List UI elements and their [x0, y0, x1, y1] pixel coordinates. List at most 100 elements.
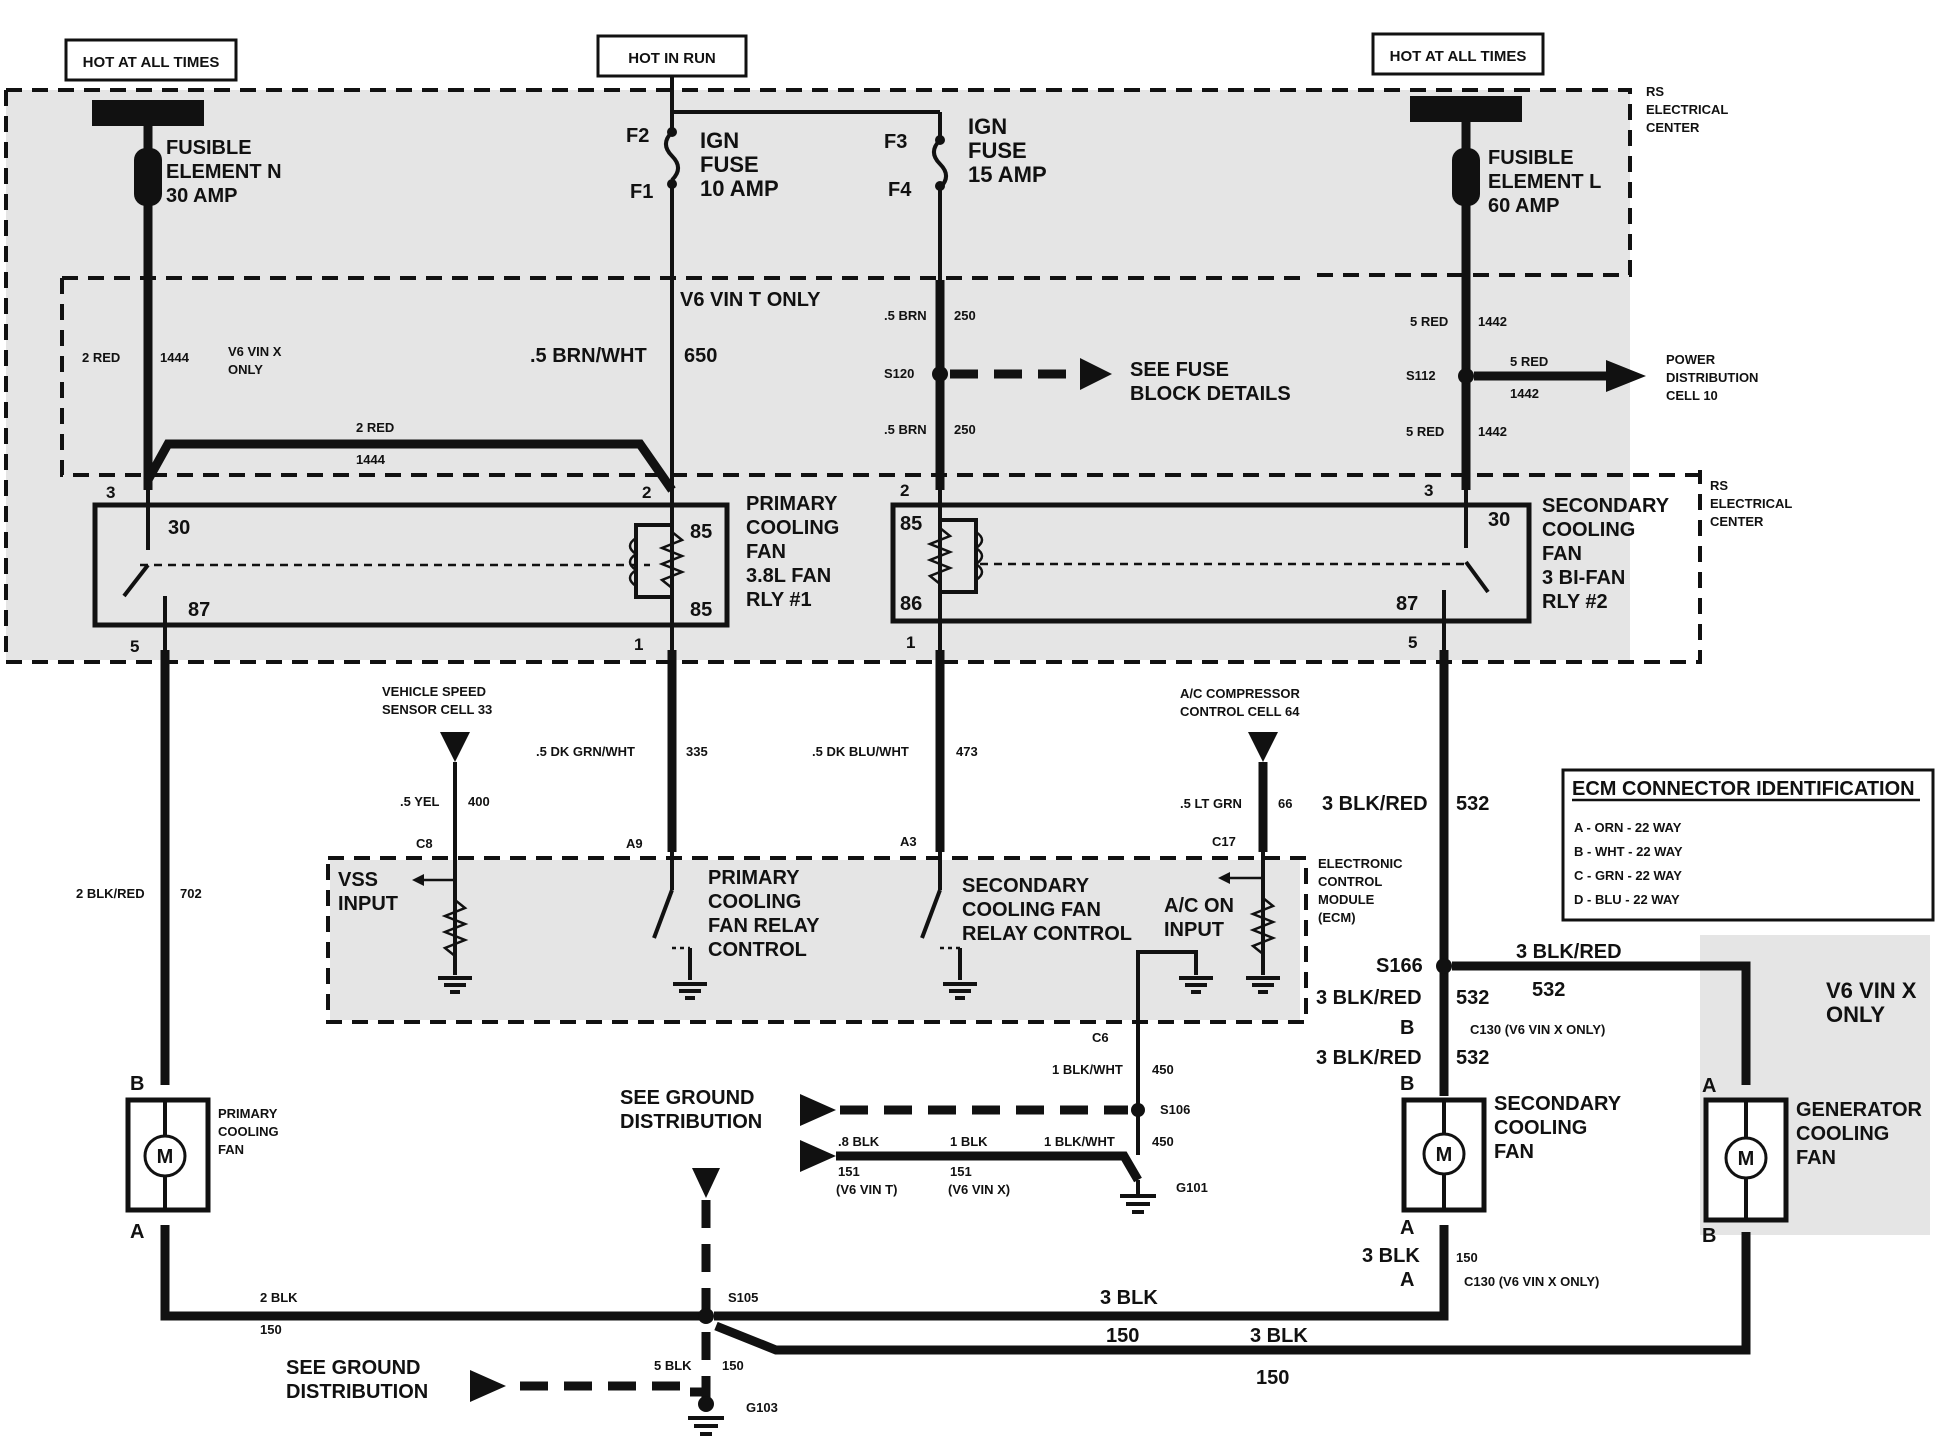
relay1-label: PRIMARY COOLING FAN 3.8L FAN RLY #1: [746, 493, 839, 611]
svg-text:3 BLK: 3 BLK: [1100, 1287, 1158, 1309]
svg-text:5 RED: 5 RED: [1406, 424, 1444, 439]
v6-vin-t-only: V6 VIN T ONLY: [680, 289, 821, 311]
svg-text:3 BI-FAN: 3 BI-FAN: [1542, 567, 1625, 589]
svg-text:C6: C6: [1092, 1030, 1109, 1045]
svg-text:150: 150: [1106, 1325, 1139, 1347]
svg-text:3 BLK/RED: 3 BLK/RED: [1516, 941, 1622, 963]
svg-text:10 AMP: 10 AMP: [700, 176, 779, 201]
svg-text:C - GRN - 22 WAY: C - GRN - 22 WAY: [1574, 868, 1682, 883]
svg-text:86: 86: [900, 593, 922, 615]
svg-text:85: 85: [690, 521, 712, 543]
svg-text:A9: A9: [626, 836, 643, 851]
svg-text:335: 335: [686, 744, 708, 759]
svg-text:(V6 VIN T): (V6 VIN T): [836, 1182, 897, 1197]
svg-text:A: A: [130, 1221, 144, 1243]
svg-text:30: 30: [1488, 509, 1510, 531]
fuse-f4: F4: [888, 179, 912, 201]
svg-text:532: 532: [1532, 979, 1565, 1001]
fusible-element-l: FUSIBLE ELEMENT L 60 AMP: [1410, 96, 1601, 490]
svg-text:IGN: IGN: [968, 114, 1007, 139]
svg-text:SENSOR CELL 33: SENSOR CELL 33: [382, 702, 492, 717]
svg-text:3.8L FAN: 3.8L FAN: [746, 565, 831, 587]
svg-text:MODULE: MODULE: [1318, 892, 1375, 907]
svg-text:87: 87: [1396, 593, 1418, 615]
svg-text:.5 BRN: .5 BRN: [884, 308, 927, 323]
svg-text:RS: RS: [1710, 478, 1728, 493]
svg-text:RELAY CONTROL: RELAY CONTROL: [962, 923, 1132, 945]
svg-text:INPUT: INPUT: [338, 893, 398, 915]
svg-text:60 AMP: 60 AMP: [1488, 195, 1560, 217]
svg-text:3 BLK/RED: 3 BLK/RED: [1316, 1047, 1422, 1069]
svg-text:3 BLK/RED: 3 BLK/RED: [1316, 987, 1422, 1009]
svg-text:B: B: [1702, 1225, 1716, 1247]
fuse-f3: F3: [884, 131, 907, 153]
svg-text:ELECTRICAL: ELECTRICAL: [1646, 102, 1728, 117]
svg-text:V6 VIN X: V6 VIN X: [1826, 978, 1917, 1003]
svg-text:151: 151: [838, 1164, 860, 1179]
splice-s112: S112: [1406, 368, 1436, 383]
electrical-center-label-mid: RS ELECTRICAL CENTER: [1710, 478, 1792, 529]
primary-cooling-fan-relay-1: 3 2 5 1 30 87 85 85 PRIMARY COOLING FAN …: [92, 483, 839, 656]
svg-text:FUSE: FUSE: [700, 152, 759, 177]
svg-text:532: 532: [1456, 793, 1489, 815]
svg-text:CONTROL: CONTROL: [1318, 874, 1382, 889]
svg-text:1 BLK: 1 BLK: [950, 1134, 988, 1149]
svg-text:VEHICLE SPEED: VEHICLE SPEED: [382, 684, 486, 699]
svg-text:ONLY: ONLY: [228, 362, 263, 377]
splice-s120: S120: [884, 366, 914, 381]
svg-text:3: 3: [1424, 481, 1433, 500]
ecm-module: C8 A9 A3 C17 C6 ELECTRONIC CONTROL MODUL…: [326, 834, 1403, 1045]
svg-text:.5 LT GRN: .5 LT GRN: [1180, 796, 1242, 811]
svg-text:1442: 1442: [1510, 386, 1539, 401]
svg-text:1 BLK/WHT: 1 BLK/WHT: [1052, 1062, 1123, 1077]
ground-g101-icon: [1120, 1194, 1156, 1214]
svg-text:5: 5: [1408, 633, 1417, 652]
svg-text:CONTROL CELL 64: CONTROL CELL 64: [1180, 704, 1300, 719]
supply-label: HOT IN RUN: [628, 50, 716, 67]
svg-text:DISTRIBUTION: DISTRIBUTION: [286, 1381, 428, 1403]
svg-text:1: 1: [634, 635, 643, 654]
svg-text:COOLING FAN: COOLING FAN: [962, 899, 1101, 921]
svg-text:3 BLK: 3 BLK: [1250, 1325, 1308, 1347]
svg-text:532: 532: [1456, 987, 1489, 1009]
svg-text:A: A: [1400, 1217, 1414, 1239]
splice-s106: S106: [1160, 1102, 1190, 1117]
svg-text:RS: RS: [1646, 84, 1664, 99]
svg-text:COOLING: COOLING: [708, 891, 801, 913]
svg-text:SEE GROUND: SEE GROUND: [620, 1087, 754, 1109]
svg-text:C17: C17: [1212, 834, 1236, 849]
supply-hot-at-all-times-left: HOT AT ALL TIMES: [64, 38, 238, 82]
svg-text:5 BLK: 5 BLK: [654, 1358, 692, 1373]
svg-text:3 BLK/RED: 3 BLK/RED: [1322, 793, 1428, 815]
svg-text:250: 250: [954, 422, 976, 437]
svg-text:B: B: [1400, 1073, 1414, 1095]
secondary-cooling-fan-relay-2: 2 3 1 5 85 86 30 87 SECONDARY COOLING FA…: [890, 481, 1670, 652]
svg-text:FAN: FAN: [1796, 1147, 1836, 1169]
svg-text:5 RED: 5 RED: [1410, 314, 1448, 329]
motor-icon: M: [1738, 1148, 1755, 1170]
relay2-label: SECONDARY COOLING FAN 3 BI-FAN RLY #2: [1542, 495, 1670, 613]
c130-label: C130 (V6 VIN X ONLY): [1464, 1274, 1599, 1289]
svg-text:87: 87: [188, 599, 210, 621]
svg-text:FUSIBLE: FUSIBLE: [166, 137, 252, 159]
svg-text:150: 150: [260, 1322, 282, 1337]
svg-text:532: 532: [1456, 1047, 1489, 1069]
svg-text:5 RED: 5 RED: [1510, 354, 1548, 369]
svg-text:150: 150: [1256, 1367, 1289, 1389]
ecm-connector-identification: ECM CONNECTOR IDENTIFICATION A - ORN - 2…: [1561, 768, 1935, 922]
svg-text:85: 85: [690, 599, 712, 621]
svg-text:FAN: FAN: [1542, 543, 1582, 565]
svg-text:V6 VIN X: V6 VIN X: [228, 344, 282, 359]
ecm-ground-icons: [438, 976, 1280, 1000]
svg-text:250: 250: [954, 308, 976, 323]
svg-text:.5 DK GRN/WHT: .5 DK GRN/WHT: [536, 744, 635, 759]
svg-text:ELECTRICAL: ELECTRICAL: [1710, 496, 1792, 511]
c130-label: C130 (V6 VIN X ONLY): [1470, 1022, 1605, 1037]
svg-text:30: 30: [168, 517, 190, 539]
svg-text:2: 2: [900, 481, 909, 500]
splice-s105: S105: [728, 1290, 758, 1305]
ecm-title: ELECTRONIC CONTROL MODULE (ECM): [1318, 856, 1403, 925]
svg-text:3: 3: [106, 483, 115, 502]
fuse-f1: F1: [630, 181, 653, 203]
svg-text:2: 2: [642, 483, 651, 502]
